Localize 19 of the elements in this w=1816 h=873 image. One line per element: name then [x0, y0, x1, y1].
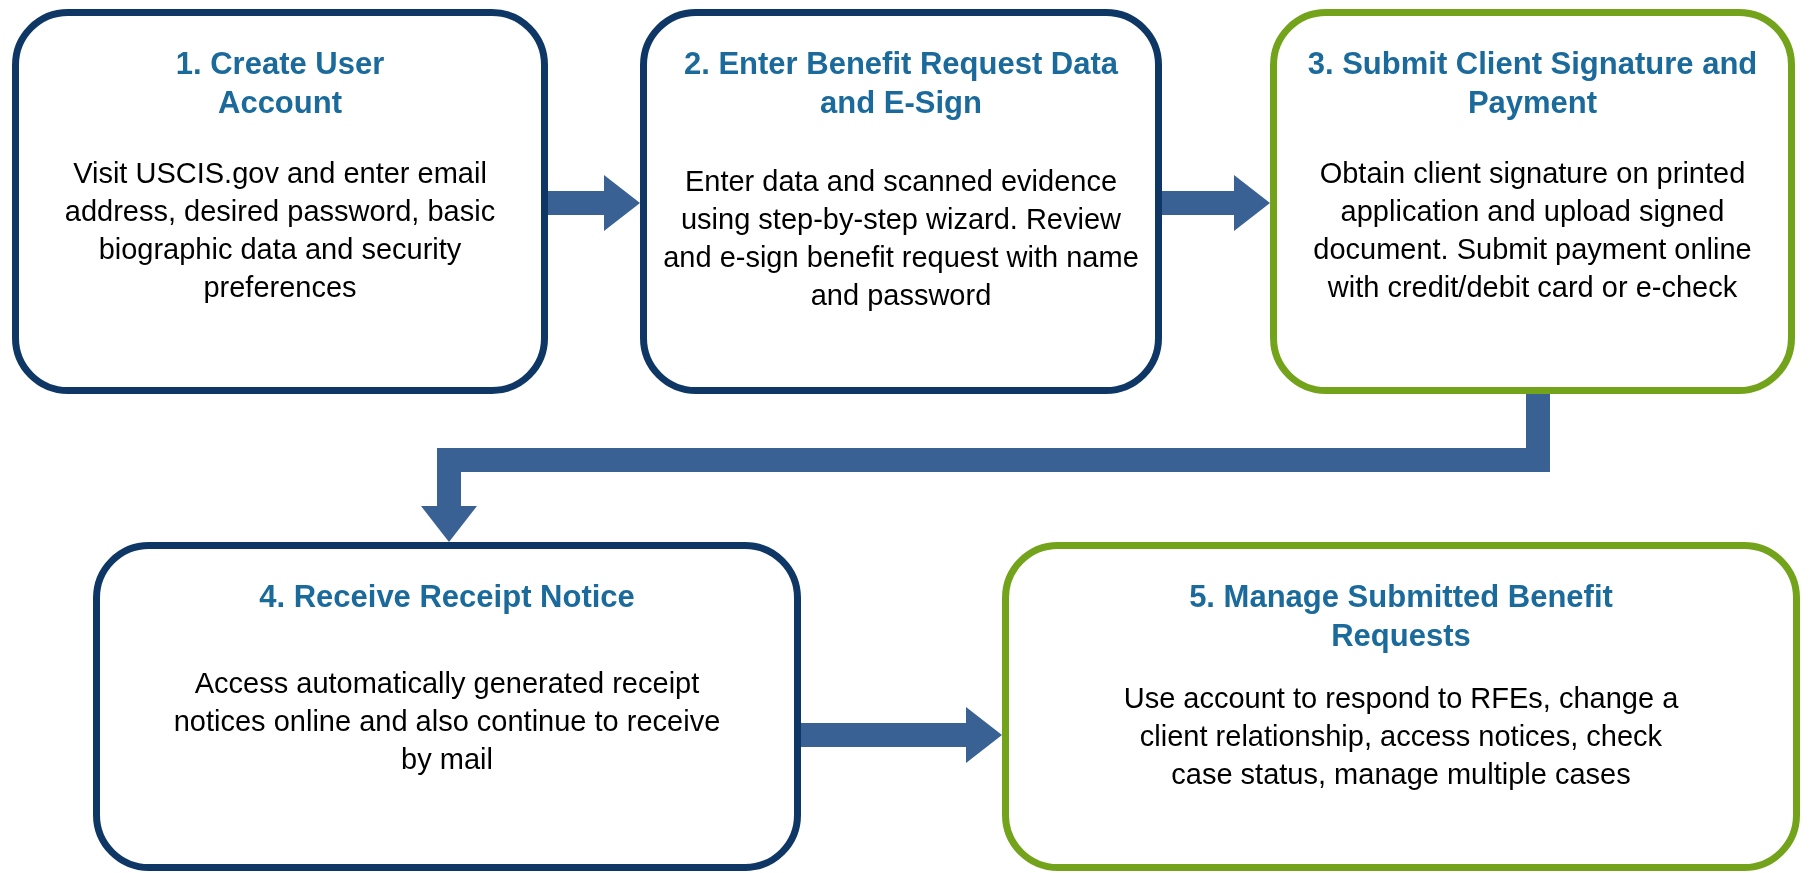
step-description: Visit USCIS.gov and enter email address, desired password, basic biographic data and security preferences — [63, 156, 497, 305]
step-description: Obtain client signature on printed application and upload signed document. Submit payment online with credit/debit card or e-check — [1312, 156, 1753, 305]
step-box — [1002, 542, 1800, 871]
arrow — [421, 394, 1550, 542]
step-description: Access automatically generated receipt notices online and also continue to receive by mail — [172, 666, 722, 777]
step-box — [93, 542, 801, 871]
step-title: 1. Create User Account — [174, 45, 386, 122]
step-box — [1270, 9, 1795, 394]
step-box — [640, 9, 1162, 394]
step-box — [12, 9, 548, 394]
step-description: Enter data and scanned evidence using step-by-step wizard. Review and e-sign benefit request with name and password — [662, 164, 1140, 313]
arrow — [801, 707, 1002, 763]
step-title: 5. Manage Submitted Benefit Requests — [1188, 578, 1614, 655]
arrow — [1162, 175, 1270, 231]
arrow — [548, 175, 640, 231]
step-title: 3. Submit Client Signature and Payment — [1306, 45, 1759, 122]
step-description: Use account to respond to RFEs, change a client relationship, access notices, check case status, manage multiple cases — [1122, 681, 1680, 792]
step-title: 2. Enter Benefit Request Data and E-Sign — [682, 45, 1120, 122]
step-title: 4. Receive Receipt Notice — [259, 578, 635, 616]
